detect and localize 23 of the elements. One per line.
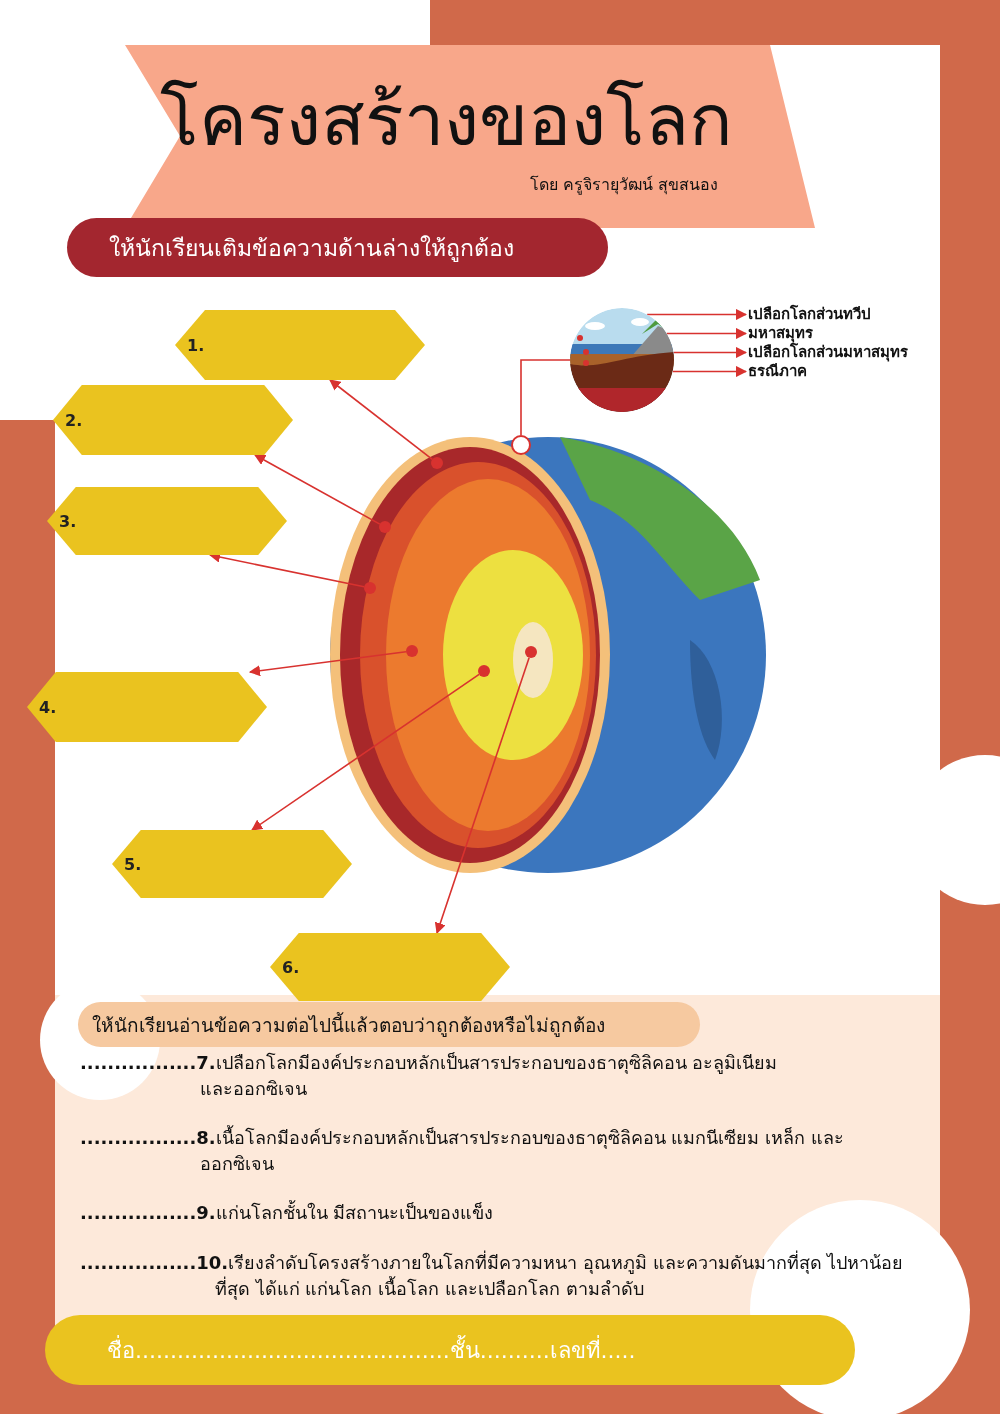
layer-label: เปลือกโลกส่วนมหาสมุทร [748,343,948,362]
arrow [646,308,748,321]
arrow [254,454,381,525]
title: โครงสร้างของโลก [160,77,733,164]
layer-label: เปลือกโลกส่วนทวีป [748,305,938,324]
layer-label: มหาสมุทร [748,324,938,343]
arrow [329,379,434,461]
leader-line [520,359,571,436]
byline: โดย ครูจิรายุวัฒน์ สุขสนอง [530,174,720,197]
layer-label: ธรณีภาค [748,362,938,381]
arrow [434,656,530,935]
arrow [248,651,407,677]
arrow [665,327,748,340]
instruction-banner: ให้นักเรียนอ่านข้อความต่อไปนี้แล้วตอบว่าถูกต้องหรือไม่ถูกต้อง [78,1002,700,1047]
arrow [672,346,748,359]
statement: .................7.เปลือกโลกมีองค์ประกอบหลักเป็นสารประกอบของธาตุซิลิคอน อะลูมิเนียม และออกซิเจน [80,1051,779,1101]
arrow [251,673,480,831]
name-field: ชื่อ.............................................ชั้น..........เลขที่..... [45,1315,855,1385]
arrow [671,365,748,378]
statement: .................8.เนื้อโลกมีองค์ประกอบหลักเป็นสารประกอบของธาตุซิลิคอน แมกนีเซียม เหล็ก และออกซิเจน [80,1125,845,1176]
instruction-banner: ให้นักเรียนเติมข้อความด้านล่างให้ถูกต้อง [67,218,608,277]
statement: .................10.เรียงลำดับโครงสร้างภายในโลกที่มีความหนา อุณหภูมิ และความดันมากที่สุด ไปหาน้อยที่สุด ได้แก่ แก่นโลก เนื้อโลก และเปลือกโลก ตามลำดับ [80,1250,905,1302]
statement: .................9.แก่นโลกชั้นใน มีสถานะเป็นของแข็ง [80,1200,495,1225]
